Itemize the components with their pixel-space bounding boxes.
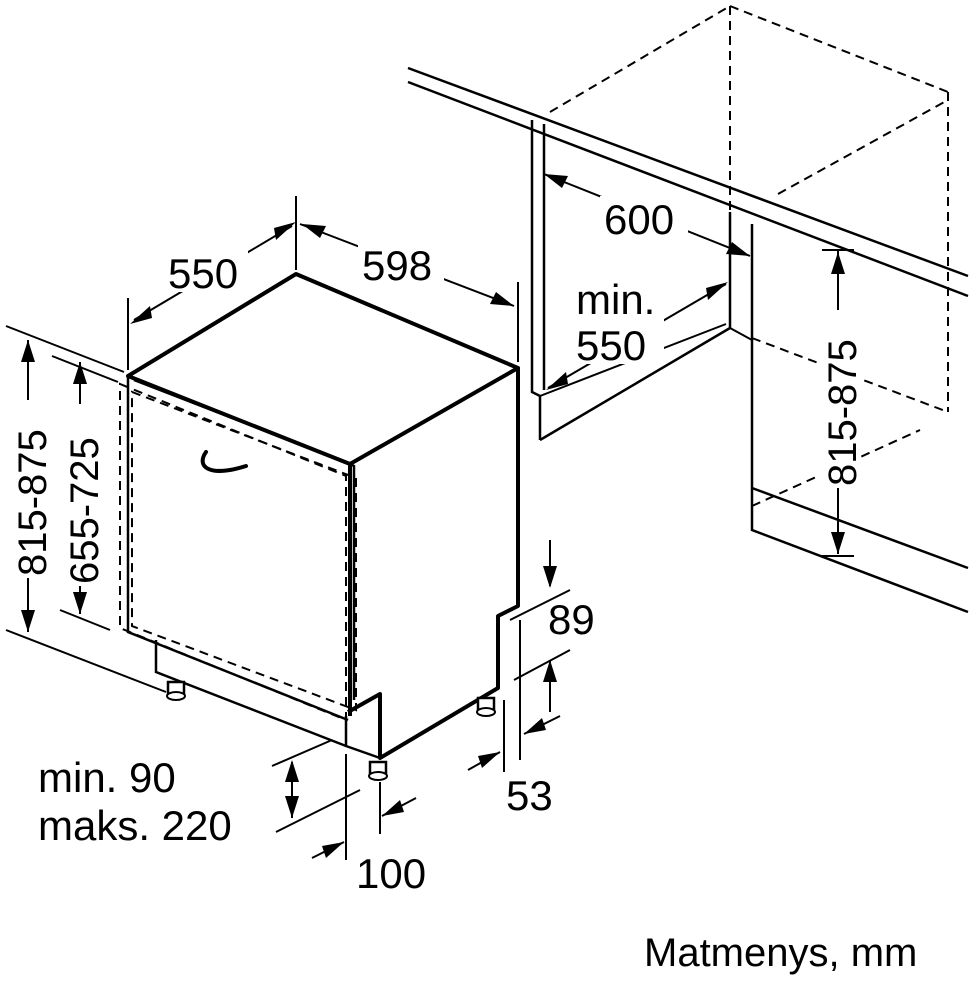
- door-gap-min-label: min. 90: [38, 754, 176, 801]
- foot-offset-label: 100: [356, 850, 426, 897]
- cabinet-depth-label-line1: min.: [576, 276, 655, 323]
- plinth-bottom-label: 53: [506, 772, 553, 819]
- foot-front: [368, 760, 388, 781]
- plinth-top-label: 89: [548, 596, 595, 643]
- cabinet-depth-label-line2: 550: [576, 322, 646, 369]
- units-caption: Matmenys, mm: [644, 931, 917, 975]
- width-label: 598: [362, 242, 432, 289]
- dimension-labels: 550 598 600 min. 550 815-875 815-875 655…: [8, 196, 865, 897]
- foot-left: [166, 680, 186, 701]
- cabinet-width-label: 600: [604, 196, 674, 243]
- appliance-height-label: 655-725: [63, 437, 107, 584]
- niche-height-left-label: 815-875: [11, 429, 55, 576]
- dishwasher-body: [119, 272, 520, 781]
- kitchen-cabinet-niche: [407, 5, 969, 614]
- door-gap-max-label: maks. 220: [38, 802, 232, 849]
- foot-right: [476, 696, 496, 717]
- niche-height-right-label: 815-875: [821, 339, 865, 486]
- depth-label: 550: [168, 250, 238, 297]
